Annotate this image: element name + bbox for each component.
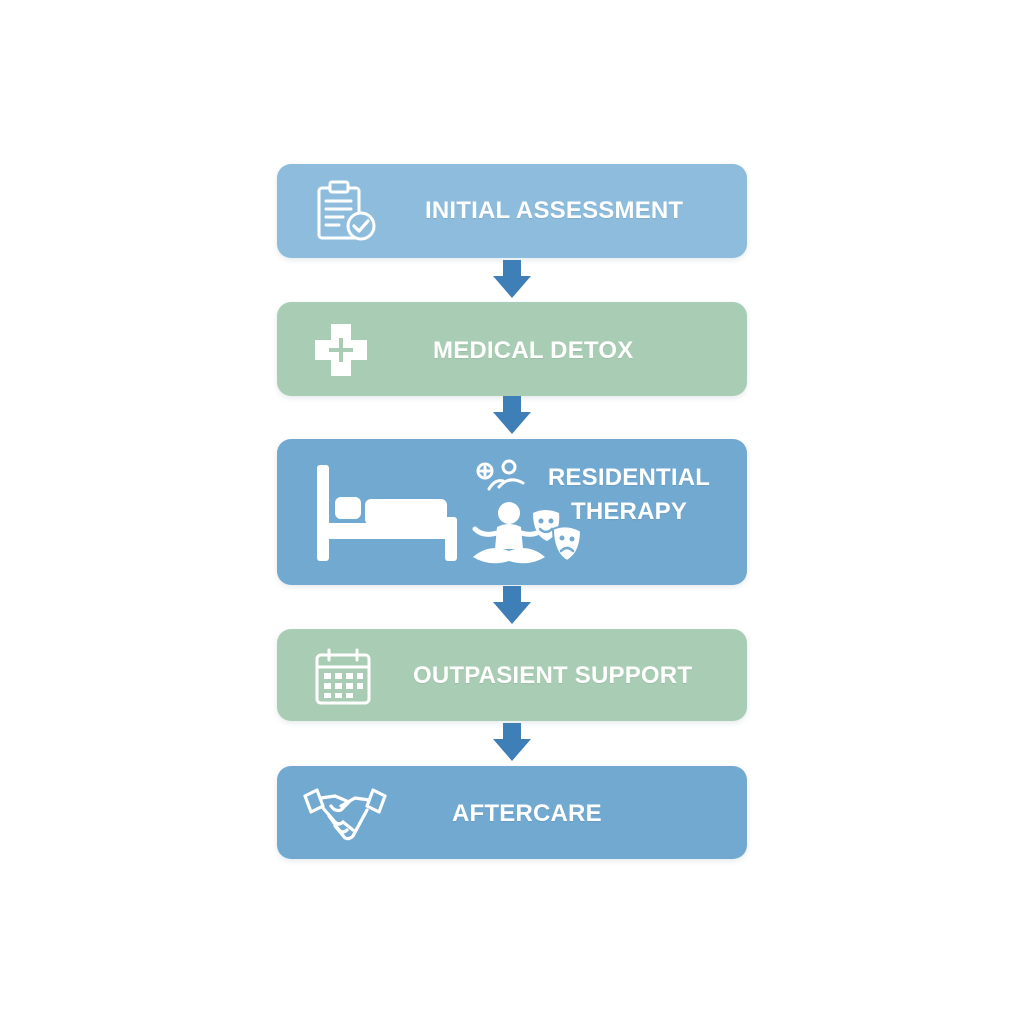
step-initial-assessment: INITIAL ASSESSMENT bbox=[277, 164, 747, 258]
step-label: OUTPASIENT SUPPORT bbox=[413, 662, 693, 689]
step-residential-therapy: RESIDENTIAL THERAPY bbox=[277, 439, 747, 585]
step-outpatient-support: OUTPASIENT SUPPORT bbox=[277, 629, 747, 721]
step-medical-detox: MEDICAL DETOX bbox=[277, 302, 747, 396]
down-arrow-icon bbox=[493, 260, 531, 298]
step-label: RESIDENTIAL THERAPY bbox=[539, 461, 719, 529]
medical-cross-icon bbox=[315, 324, 367, 376]
theater-masks-icon bbox=[533, 510, 583, 563]
step-label: MEDICAL DETOX bbox=[433, 337, 634, 364]
step-label: INITIAL ASSESSMENT bbox=[425, 197, 684, 224]
step-label-line-2: THERAPY bbox=[570, 498, 688, 525]
step-label-line-1: RESIDENTIAL bbox=[547, 464, 711, 491]
step-aftercare: AFTERCARE bbox=[277, 766, 747, 859]
down-arrow-icon bbox=[493, 396, 531, 434]
step-label: AFTERCARE bbox=[452, 800, 602, 827]
calendar-icon bbox=[315, 648, 371, 705]
clipboard-check-icon bbox=[317, 180, 376, 241]
down-arrow-icon bbox=[493, 723, 531, 761]
bed-icon bbox=[317, 465, 457, 561]
down-arrow-icon bbox=[493, 586, 531, 624]
handshake-icon bbox=[303, 788, 387, 841]
